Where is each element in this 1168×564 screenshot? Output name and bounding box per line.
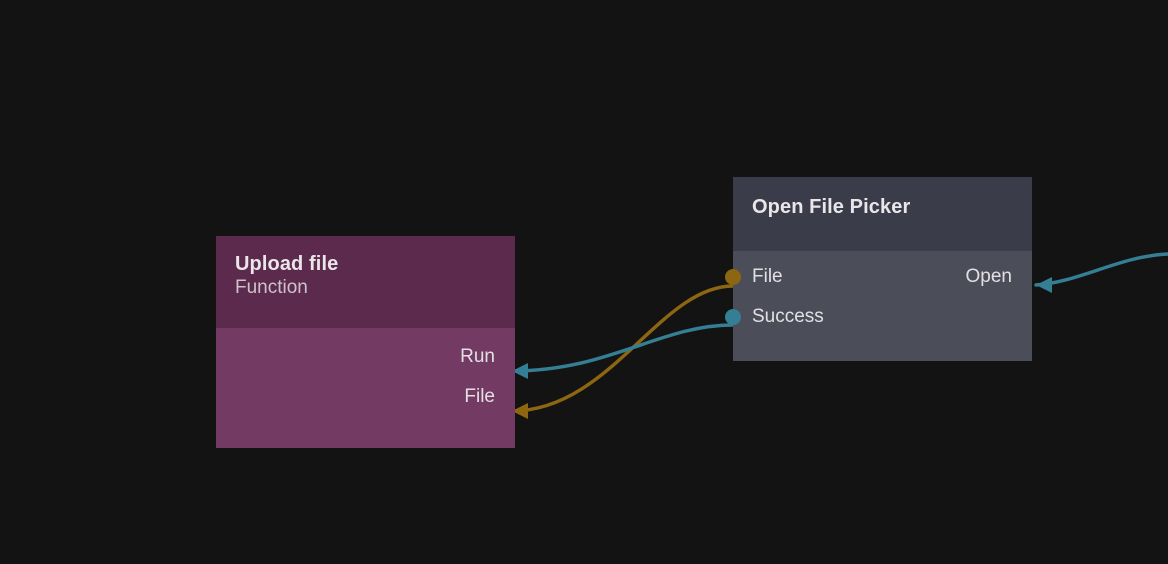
node-upload-file-subtitle: Function: [235, 277, 308, 298]
node-open-file-picker-body: File Open Success: [725, 251, 1032, 361]
output-port-file-label: File: [464, 386, 495, 407]
input-port-file-dot-icon[interactable]: [725, 269, 741, 285]
node-open-file-picker-header[interactable]: Open File Picker: [733, 177, 1032, 251]
port-row-success[interactable]: Success: [725, 297, 1032, 337]
node-upload-file-header[interactable]: Upload file Function: [216, 236, 515, 328]
node-upload-file[interactable]: Upload file Function Run File: [216, 236, 515, 448]
node-upload-file-body: Run File: [216, 328, 515, 448]
edge-open-incoming-path: [1034, 252, 1168, 287]
input-port-success-label: Success: [752, 306, 824, 327]
edge-file-path: [510, 284, 735, 413]
edge-success-path: [510, 323, 735, 373]
input-port-file-label: File: [752, 266, 783, 287]
node-open-file-picker-title: Open File Picker: [752, 196, 911, 218]
output-port-file[interactable]: File: [216, 377, 515, 417]
edge-file: [510, 284, 735, 419]
node-upload-file-title: Upload file: [235, 253, 339, 275]
output-port-run[interactable]: Run: [216, 337, 515, 377]
node-open-file-picker[interactable]: Open File Picker File Open Success: [725, 177, 1032, 361]
edge-success: [510, 323, 735, 379]
output-port-run-label: Run: [460, 346, 495, 367]
input-port-success-dot-icon[interactable]: [725, 309, 741, 325]
port-row-file-open[interactable]: File Open: [725, 257, 1032, 297]
output-port-open-label: Open: [965, 266, 1012, 287]
edge-open-incoming-arrowhead: [1036, 277, 1052, 293]
edge-open-incoming: [1034, 252, 1168, 293]
